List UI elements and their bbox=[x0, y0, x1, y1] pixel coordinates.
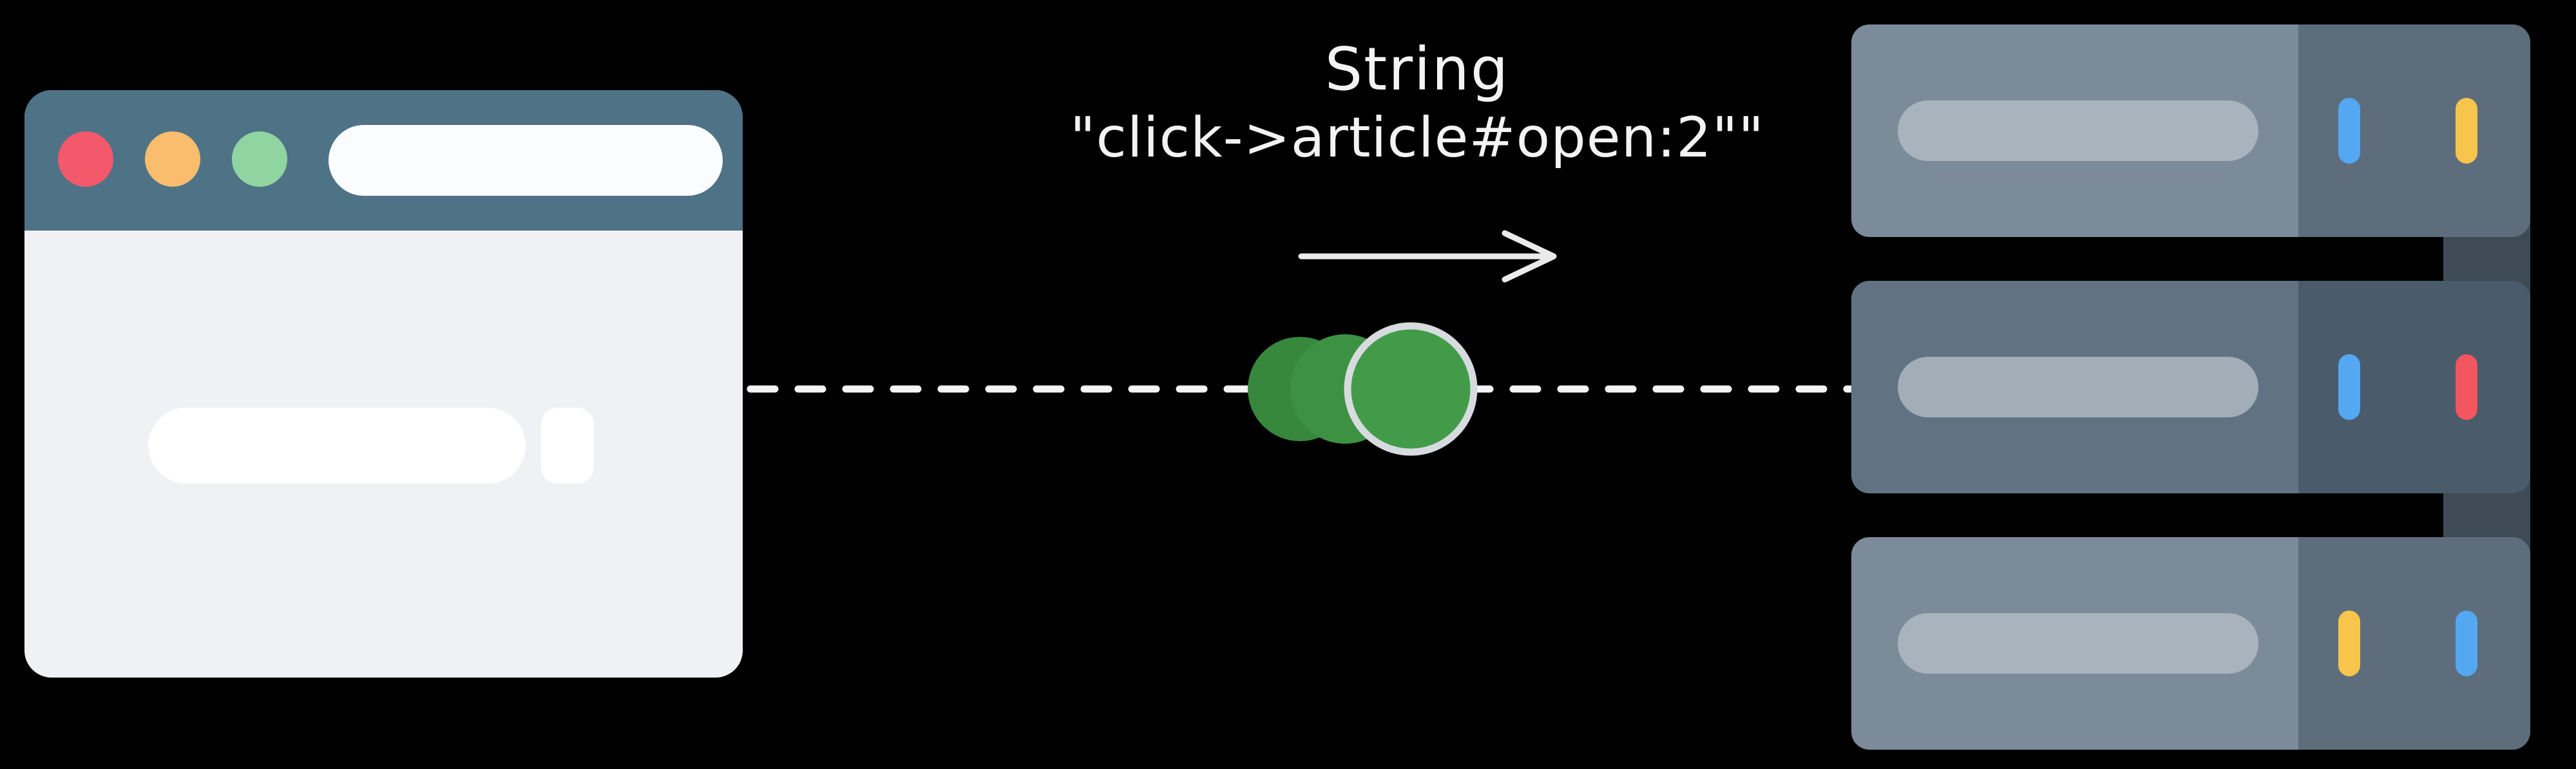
browser-titlebar bbox=[24, 90, 743, 231]
server-vent-bar bbox=[1898, 357, 2258, 417]
server-unit-middle bbox=[1851, 281, 2530, 493]
status-light-red-icon bbox=[2456, 354, 2477, 420]
status-light-blue-icon bbox=[2338, 98, 2360, 164]
server-side-panel bbox=[2298, 281, 2530, 493]
server-unit-bottom bbox=[1851, 537, 2530, 750]
event-label: String "click->article#open:2"" bbox=[1063, 35, 1771, 173]
server-unit-top bbox=[1851, 24, 2530, 237]
status-light-yellow-icon bbox=[2456, 98, 2477, 164]
event-label-type: String bbox=[1324, 35, 1510, 104]
status-light-blue-icon bbox=[2456, 611, 2477, 676]
status-light-blue-icon bbox=[2338, 354, 2360, 420]
window-dot-amber-icon bbox=[145, 131, 200, 187]
browser-window bbox=[24, 90, 743, 678]
content-placeholder-bar bbox=[148, 408, 526, 484]
event-label-string: "click->article#open:2"" bbox=[1069, 105, 1765, 170]
browser-url-bar bbox=[329, 125, 723, 196]
server-vent-bar bbox=[1898, 613, 2258, 674]
event-packet-front bbox=[1344, 322, 1478, 456]
server-vent-bar bbox=[1898, 100, 2258, 161]
server-side-panel bbox=[2298, 537, 2530, 750]
window-dot-green-icon bbox=[232, 131, 287, 187]
direction-arrow-icon bbox=[1298, 230, 1557, 283]
server-side-panel bbox=[2298, 24, 2530, 237]
content-placeholder-stub bbox=[541, 408, 594, 484]
status-light-yellow-icon bbox=[2338, 611, 2360, 676]
window-dot-red-icon bbox=[58, 131, 113, 187]
